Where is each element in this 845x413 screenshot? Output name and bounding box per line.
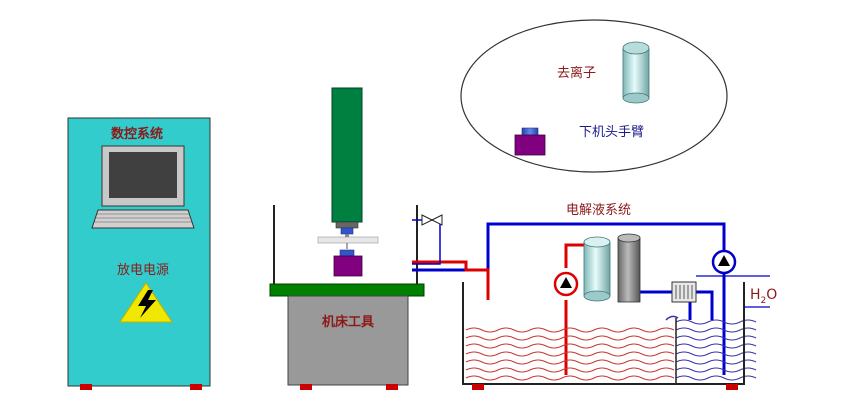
pump-icon-2 xyxy=(711,249,737,275)
cnc-system-label: 数控系统 xyxy=(111,127,164,142)
table-top xyxy=(269,283,425,297)
blue-fluid xyxy=(675,319,757,381)
valve-icon xyxy=(421,214,443,226)
water-sub: 2 xyxy=(760,295,767,306)
filter-cylinder xyxy=(583,236,611,302)
water-label: H2O xyxy=(750,287,777,309)
cabinet-foot-right xyxy=(190,384,202,390)
machine-tool-label: 机床工具 xyxy=(322,315,375,330)
pump-icon xyxy=(553,271,579,297)
cabinet-foot-left xyxy=(80,384,92,390)
electrolyte-system-label: 电解液系统 xyxy=(566,203,632,218)
arm-icon xyxy=(514,127,546,156)
heat-exchanger-icon xyxy=(671,281,697,303)
water-inlet xyxy=(696,275,770,308)
power-supply-label: 放电电源 xyxy=(117,263,170,278)
workpiece xyxy=(333,255,363,277)
water-h: H xyxy=(750,287,761,303)
spindle-column xyxy=(331,87,363,223)
computer-icon xyxy=(91,145,195,229)
deionizer-cylinder xyxy=(622,41,650,104)
gray-cylinder xyxy=(617,233,641,303)
cnc-cabinet xyxy=(67,117,211,390)
lightning-warning-icon xyxy=(119,282,173,323)
red-fluid xyxy=(465,327,675,381)
electrolyte-tank xyxy=(462,282,757,390)
water-o: O xyxy=(766,287,778,303)
arm-label: 下机头手臂 xyxy=(579,125,645,140)
machine-tool xyxy=(269,87,425,390)
electrolyte-pipes xyxy=(412,219,726,375)
arm-detail-ellipse xyxy=(460,19,728,173)
deionizer-label: 去离子 xyxy=(557,66,597,81)
machine-base xyxy=(287,295,409,386)
